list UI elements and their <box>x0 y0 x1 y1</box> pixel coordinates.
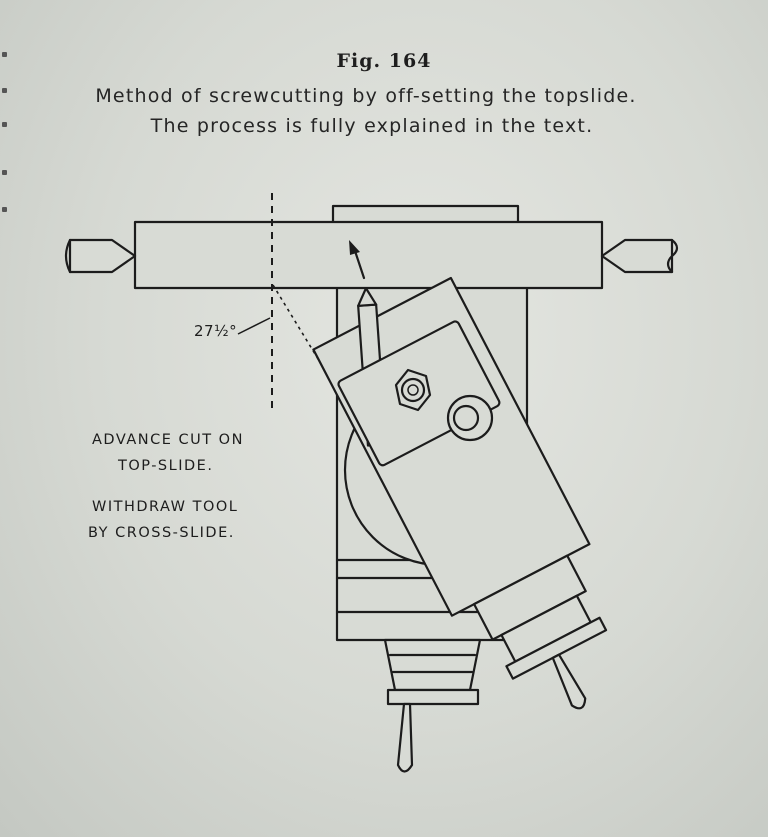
left-shank-break <box>64 238 72 274</box>
advance-note-line-2: TOP-SLIDE. <box>118 458 214 474</box>
cross-slide-handle-grip <box>396 702 414 773</box>
feed-arrow-head <box>349 240 360 255</box>
margin-mark <box>2 122 7 127</box>
topslide-handle-grip <box>551 653 587 710</box>
figure-title: Fig. 164 <box>336 50 432 72</box>
advance-note-line-1: ADVANCE CUT ON <box>92 432 244 448</box>
margin-mark <box>2 170 7 175</box>
left-centre <box>68 238 137 274</box>
withdraw-note-line-2: BY CROSS-SLIDE. <box>88 525 235 541</box>
figure-caption-line-1: Method of screwcutting by off-setting th… <box>95 85 637 107</box>
cross-slide-screw-boss <box>383 638 482 692</box>
clamp-nut-washer <box>400 377 426 403</box>
angle-label: 27½° <box>194 322 238 340</box>
right-centre <box>600 238 674 274</box>
margin-mark <box>2 52 7 57</box>
clamp-nut-hole <box>407 384 419 396</box>
withdraw-note-line-1: WITHDRAW TOOL <box>92 499 239 515</box>
right-shank-break <box>666 238 679 274</box>
clamp-pivot-inner <box>452 404 480 432</box>
workpiece-bar <box>133 220 604 290</box>
angle-pointer <box>237 317 271 335</box>
figure-caption-line-2: The process is fully explained in the te… <box>150 115 594 137</box>
margin-mark <box>2 207 7 212</box>
lathe-tool-point <box>357 287 378 307</box>
margin-mark <box>2 88 7 93</box>
cross-slide-handle-bar <box>386 688 480 706</box>
